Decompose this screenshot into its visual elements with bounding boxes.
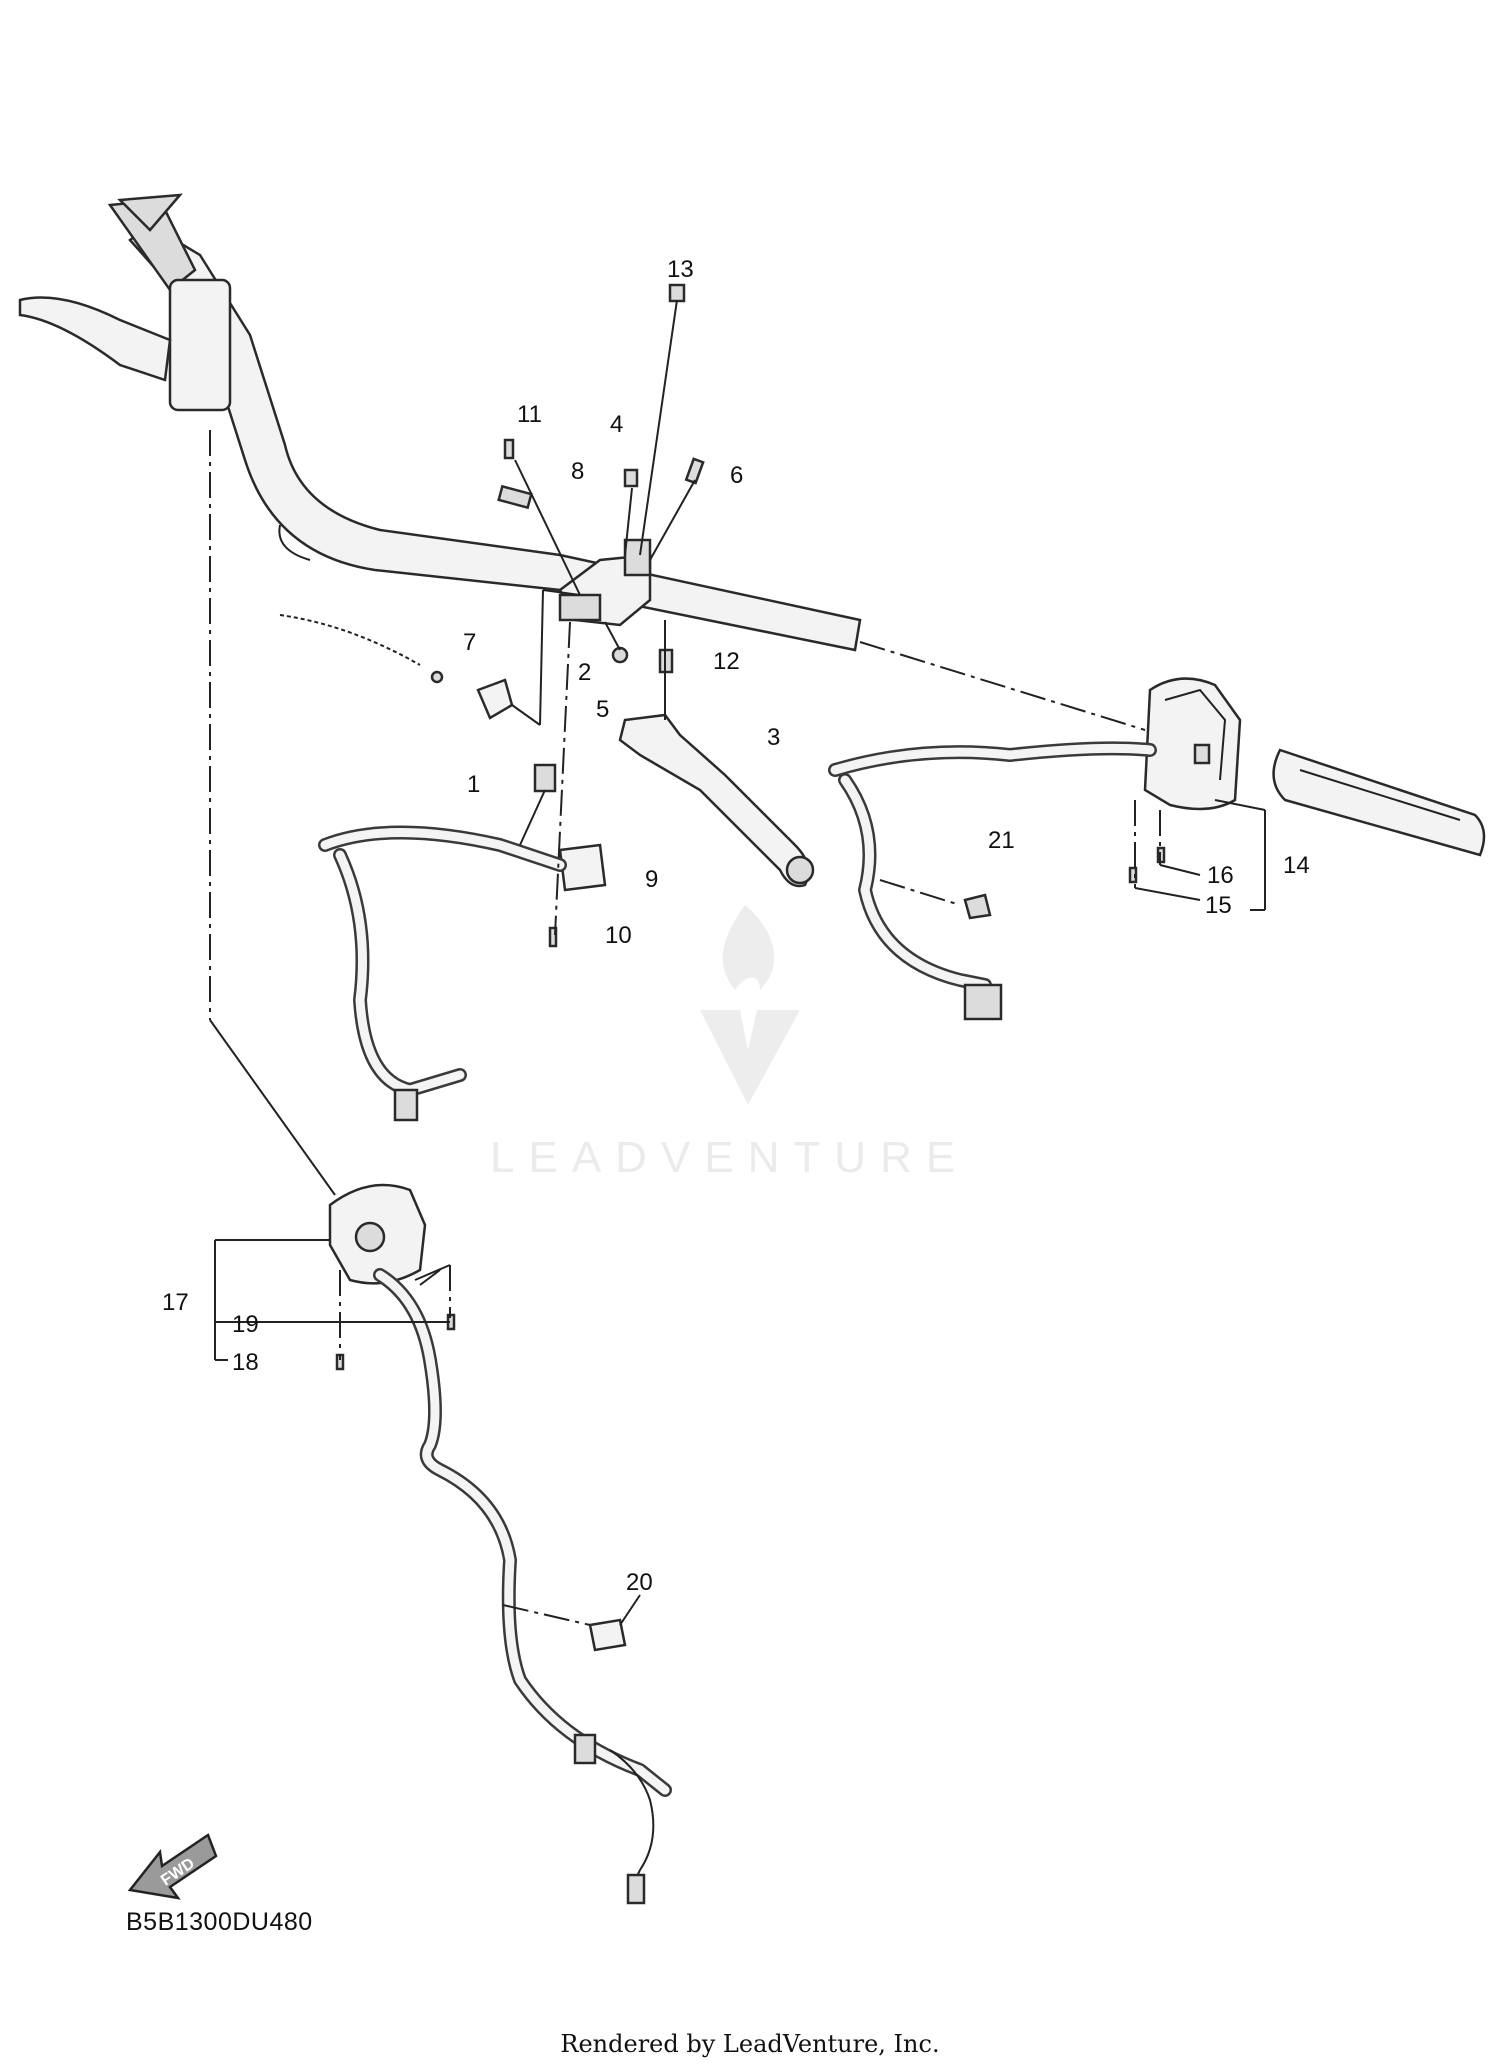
lever-bracket: [558, 538, 652, 627]
right-grip: [1272, 748, 1486, 857]
left-switch-housing-top: [168, 278, 232, 412]
callout-14: 14: [1283, 852, 1310, 879]
callout-6: 6: [730, 462, 743, 489]
watermark-logo: LEADVENTURE: [490, 905, 969, 1182]
left-wire-harness: [318, 825, 567, 1122]
left-switch-housing: [328, 1183, 427, 1285]
callout-4: 4: [610, 411, 623, 438]
throttle-cable: [279, 614, 444, 684]
callout-3: 3: [767, 724, 780, 751]
callout-13: 13: [667, 256, 694, 283]
callout-17: 17: [162, 1289, 189, 1316]
lever: [618, 713, 815, 888]
drawing-code: B5B1300DU480: [126, 1908, 313, 1936]
callout-2: 2: [578, 659, 591, 686]
left-switch-harness: [373, 1268, 672, 1905]
watermark-text: LEADVENTURE: [490, 1133, 969, 1182]
callout-16: 16: [1207, 862, 1234, 889]
handlebar: [18, 193, 862, 652]
small-parts: [335, 283, 1166, 1652]
callout-20: 20: [626, 1569, 653, 1596]
callout-5: 5: [596, 696, 609, 723]
callout-7: 7: [463, 629, 476, 656]
callout-labels: 1 2 3 4 5 6 7 8 9 10 11 12 13 14 15 16 1…: [162, 256, 1310, 1596]
fwd-arrow-icon: FWD: [127, 1833, 218, 1900]
callout-12: 12: [713, 648, 740, 675]
callout-11: 11: [517, 401, 542, 428]
callout-15: 15: [1205, 892, 1232, 919]
leader-lines: [209, 299, 1266, 1626]
callout-18: 18: [232, 1349, 259, 1376]
right-wire-harness: [828, 741, 1157, 1021]
callout-10: 10: [605, 922, 632, 949]
right-switch-housing: [1143, 677, 1242, 811]
callout-21: 21: [988, 827, 1015, 854]
callout-1: 1: [467, 771, 480, 798]
callout-19: 19: [232, 1311, 259, 1338]
callout-8: 8: [571, 458, 584, 485]
left-lever: [18, 296, 172, 382]
footer-credit: Rendered by LeadVenture, Inc.: [560, 2030, 940, 2058]
callout-9: 9: [645, 866, 658, 893]
